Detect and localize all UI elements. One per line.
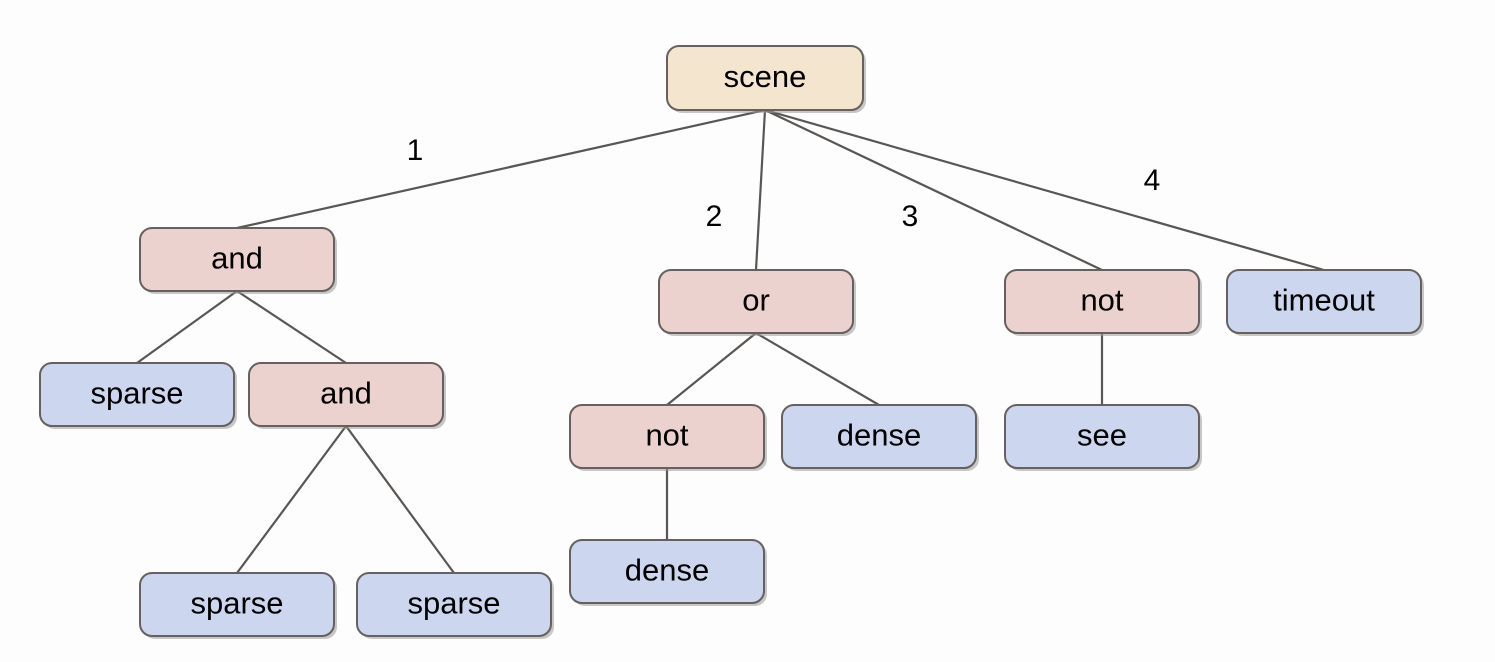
tree-edge <box>763 108 1326 272</box>
edge-labels-layer: 1 2 3 4 <box>407 134 1161 233</box>
node-box[interactable] <box>666 45 864 111</box>
tree-node-not2[interactable]: not <box>569 404 767 471</box>
edge-label: 1 <box>407 134 424 167</box>
node-box[interactable] <box>139 572 335 637</box>
tree-edge <box>235 108 767 230</box>
node-box[interactable] <box>1004 269 1200 334</box>
tree-edge <box>235 424 348 575</box>
tree-node-see1[interactable]: see <box>1004 404 1202 471</box>
tree-node-dense1[interactable]: dense <box>781 404 979 471</box>
tree-node-scene[interactable]: scene <box>666 45 866 113</box>
tree-node-sparse3[interactable]: sparse <box>356 572 554 639</box>
node-box[interactable] <box>248 362 444 427</box>
tree-node-or1[interactable]: or <box>658 269 856 336</box>
node-box[interactable] <box>569 539 765 604</box>
node-box[interactable] <box>569 404 765 469</box>
tree-edge <box>754 331 881 407</box>
node-box[interactable] <box>781 404 977 469</box>
edge-label: 4 <box>1144 164 1161 197</box>
tree-edge <box>235 289 348 365</box>
tree-edge <box>344 424 456 575</box>
tree-node-and2[interactable]: and <box>248 362 446 429</box>
tree-node-sparse1[interactable]: sparse <box>39 362 237 429</box>
tree-node-timeout1[interactable]: timeout <box>1226 269 1424 336</box>
tree-node-and1[interactable]: and <box>139 227 337 294</box>
node-box[interactable] <box>1226 269 1422 334</box>
tree-node-sparse2[interactable]: sparse <box>139 572 337 639</box>
node-box[interactable] <box>39 362 235 427</box>
edge-label: 3 <box>902 200 919 233</box>
node-box[interactable] <box>139 227 335 292</box>
tree-node-not1[interactable]: not <box>1004 269 1202 336</box>
tree-node-dense2[interactable]: dense <box>569 539 767 606</box>
edges-layer <box>135 108 1326 575</box>
node-box[interactable] <box>1004 404 1200 469</box>
node-box[interactable] <box>356 572 552 637</box>
node-box[interactable] <box>658 269 854 334</box>
tree-edge <box>754 108 767 272</box>
tree-edge <box>135 289 239 365</box>
tree-edge <box>763 108 1104 272</box>
tree-edge <box>665 331 758 407</box>
edge-label: 2 <box>706 200 723 233</box>
